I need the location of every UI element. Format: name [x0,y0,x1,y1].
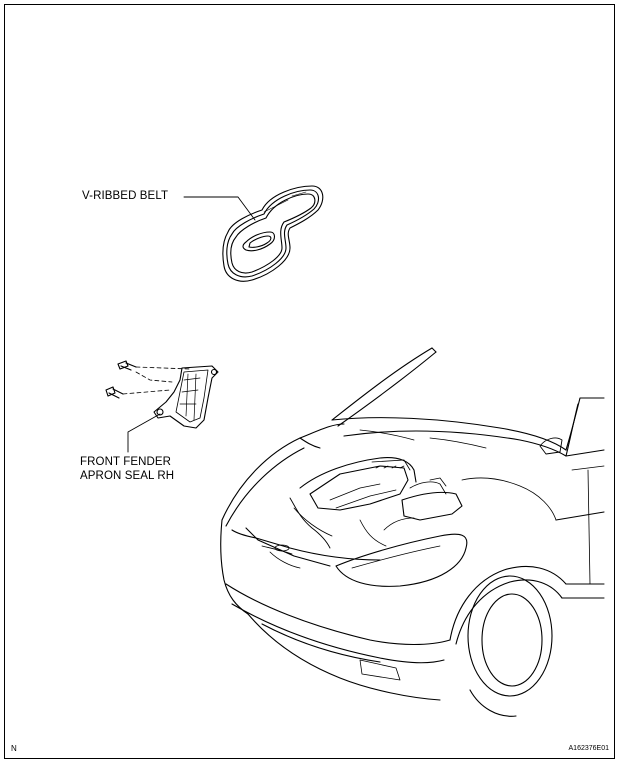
v-ribbed-belt-label: V-RIBBED BELT [82,190,169,202]
corner-mark: N [11,744,17,753]
figure-id: A162376E01 [568,745,609,752]
bolt-upper [117,360,137,371]
front-fender-label-line2: APRON SEAL RH [80,470,175,482]
apron-seal-bracket-drawing [105,360,219,453]
front-fender-label-line1: FRONT FENDER [80,456,172,468]
vehicle-drawing [220,347,605,717]
figure-frame [4,4,615,759]
v-ribbed-belt-drawing [183,185,324,282]
front-fender-apron-seal-label: FRONT FENDER APRON SEAL RH [80,455,174,483]
bolt-lower [105,386,124,399]
